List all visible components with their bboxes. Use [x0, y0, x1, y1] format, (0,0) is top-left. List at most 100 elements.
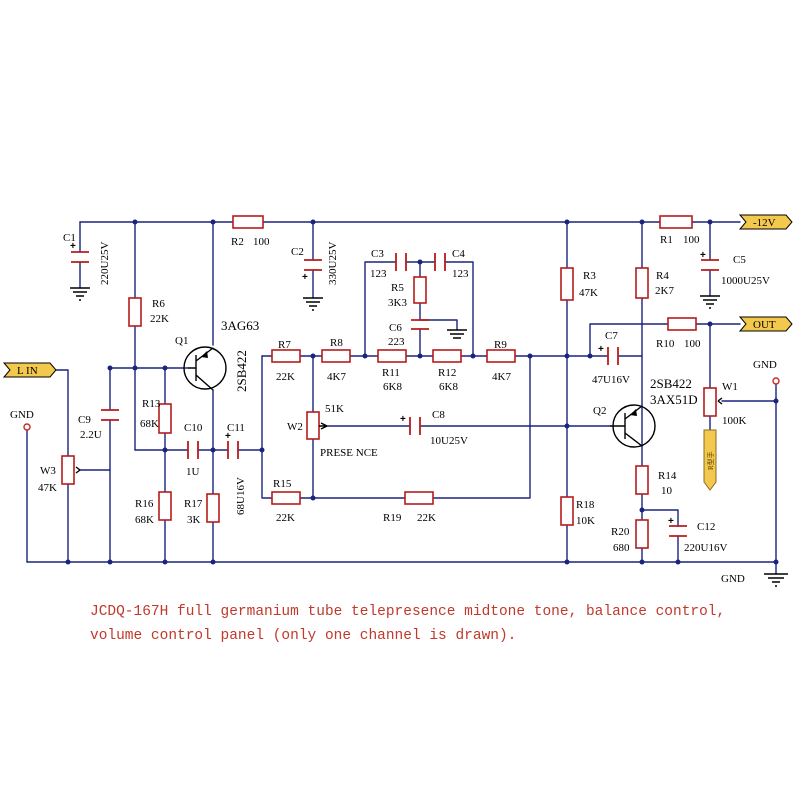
r5-value: 3K3 [388, 297, 407, 309]
r15-value: 22K [276, 512, 295, 524]
r2-value: 100 [253, 236, 270, 248]
r16-resistor [158, 491, 172, 521]
c4-capacitor [434, 253, 446, 271]
svg-text:+: + [598, 344, 604, 355]
c12-capacitor: + [668, 516, 687, 537]
r16-value: 68K [135, 514, 154, 526]
r13-resistor [158, 403, 172, 434]
r9-ref: R9 [494, 339, 507, 351]
w1-knob-label: R型手 [706, 451, 715, 470]
c12-value: 220U16V [684, 542, 727, 554]
c9-capacitor [101, 409, 119, 421]
r19-resistor [404, 491, 434, 505]
r18-resistor [560, 496, 574, 526]
r12-resistor [432, 349, 462, 363]
r6-resistor [128, 297, 142, 327]
r15-ref: R15 [273, 478, 292, 490]
c3-capacitor [395, 253, 407, 271]
svg-text:+: + [302, 272, 308, 283]
c2-ref: C2 [291, 246, 304, 258]
r13-value: 68K [140, 418, 159, 430]
q2-type: 3AX51D [650, 392, 698, 407]
q1-transistor [183, 346, 227, 391]
caption-line-1: JCDQ-167H full germanium tube telepresen… [90, 604, 726, 620]
r7-value: 22K [276, 371, 295, 383]
r9-value: 4K7 [492, 371, 511, 383]
c6-capacitor [411, 319, 429, 330]
gnd-pin-right[interactable] [772, 377, 780, 385]
c8-capacitor: + [400, 414, 421, 435]
r11-value: 6K8 [383, 381, 402, 393]
port-neg12[interactable]: -12V [738, 214, 793, 230]
resistors [61, 215, 723, 549]
gnd-pin-left[interactable] [23, 423, 31, 431]
c10-ref: C10 [184, 422, 203, 434]
r7-ref: R7 [278, 339, 291, 351]
r4-value: 2K7 [655, 285, 674, 297]
r20-value: 680 [613, 542, 630, 554]
r14-value: 10 [661, 485, 673, 497]
r7-resistor [271, 349, 301, 363]
port-lin[interactable]: L IN [2, 362, 57, 378]
r4-resistor [635, 267, 649, 299]
svg-text:+: + [225, 431, 231, 442]
gnd-label-left: GND [10, 409, 34, 421]
r17-resistor [206, 493, 220, 523]
r14-ref: R14 [658, 470, 677, 482]
r18-value: 10K [576, 515, 595, 527]
r11-ref: R11 [382, 367, 400, 379]
c8-value: 10U25V [430, 435, 468, 447]
r13-ref: R13 [142, 398, 161, 410]
r6-ref: R6 [152, 298, 165, 310]
c3-ref: C3 [371, 248, 384, 260]
component-labels: C1 220U25V R2 100 C2 330U25V C3 123 C4 1… [10, 232, 777, 585]
w2-ref: W2 [287, 421, 303, 433]
r20-ref: R20 [611, 526, 630, 538]
r14-resistor [635, 465, 649, 495]
c3-value: 123 [370, 268, 387, 280]
w1-value: 100K [722, 415, 747, 427]
r19-ref: R19 [383, 512, 402, 524]
w1-potentiometer [703, 387, 717, 417]
r1-value: 100 [683, 234, 700, 246]
r5-ref: R5 [391, 282, 404, 294]
r11-resistor [377, 349, 407, 363]
gnd-label-bottom: GND [721, 573, 745, 585]
r18-ref: R18 [576, 499, 595, 511]
q1-subtype: 2SB422 [234, 350, 249, 392]
r15-resistor [271, 491, 301, 505]
svg-text:+: + [70, 241, 76, 252]
c9-value: 2.2U [80, 429, 102, 441]
r3-resistor [560, 267, 574, 301]
w1-ref: W1 [722, 381, 738, 393]
port-out[interactable]: OUT [738, 316, 793, 332]
ground-symbols [70, 287, 788, 587]
r17-ref: R17 [184, 498, 203, 510]
r5-resistor [413, 276, 427, 304]
c7-value: 47U16V [592, 374, 630, 386]
c10-capacitor [187, 441, 199, 459]
r1-ref: R1 [660, 234, 673, 246]
w2-potentiometer [306, 411, 320, 440]
q2-transistor [610, 404, 656, 448]
q2-subtype: 2SB422 [650, 376, 692, 391]
c4-value: 123 [452, 268, 469, 280]
c9-ref: C9 [78, 414, 91, 426]
r10-resistor [667, 317, 697, 331]
r8-ref: R8 [330, 337, 343, 349]
r12-ref: R12 [438, 367, 456, 379]
r3-value: 47K [579, 287, 598, 299]
r8-value: 4K7 [327, 371, 346, 383]
w3-potentiometer [61, 455, 75, 485]
c7-ref: C7 [605, 330, 618, 342]
r10-value: 100 [684, 338, 701, 350]
c4-ref: C4 [452, 248, 465, 260]
r19-value: 22K [417, 512, 436, 524]
q1-ref: Q1 [175, 335, 188, 347]
r1-resistor [659, 215, 693, 229]
c11-ref: C11 [227, 422, 245, 434]
capacitors: + + + + + [70, 241, 719, 537]
svg-text:+: + [700, 250, 706, 261]
r17-value: 3K [187, 514, 201, 526]
